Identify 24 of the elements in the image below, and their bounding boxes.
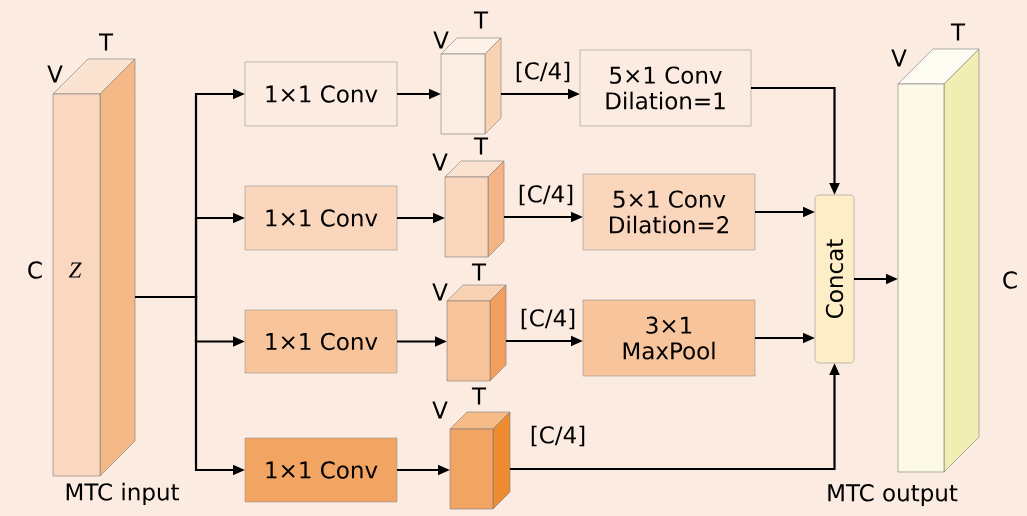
process-box: 1×1 Conv xyxy=(244,437,398,503)
process-box: 1×1 Conv xyxy=(244,185,398,251)
axis-label: V xyxy=(433,31,449,49)
node-label: MTC input xyxy=(66,482,179,506)
axis-label: T xyxy=(473,11,489,29)
axis-label: V xyxy=(891,49,907,67)
axis-label: V xyxy=(432,283,448,301)
process-box: 5×1 Conv Dilation=1 xyxy=(579,49,752,127)
process-box: 5×1 Conv Dilation=2 xyxy=(582,173,756,251)
axis-label: T xyxy=(473,137,489,155)
process-box: 3×1 MaxPool xyxy=(582,299,756,377)
axis-label: V xyxy=(432,401,448,419)
axis-label: T xyxy=(98,33,114,51)
axis-label: C xyxy=(28,261,42,279)
axis-label: C xyxy=(1003,271,1017,289)
process-box: 1×1 Conv xyxy=(244,61,398,127)
node-label: MTC output xyxy=(828,484,958,506)
axis-label: T xyxy=(471,387,487,405)
concat-box: Concat xyxy=(814,194,855,364)
axis-label: V xyxy=(432,153,448,171)
process-box: 1×1 Conv xyxy=(244,309,398,374)
axis-label: T xyxy=(950,23,966,41)
axis-label: V xyxy=(47,65,63,83)
axis-label: T xyxy=(471,263,487,281)
